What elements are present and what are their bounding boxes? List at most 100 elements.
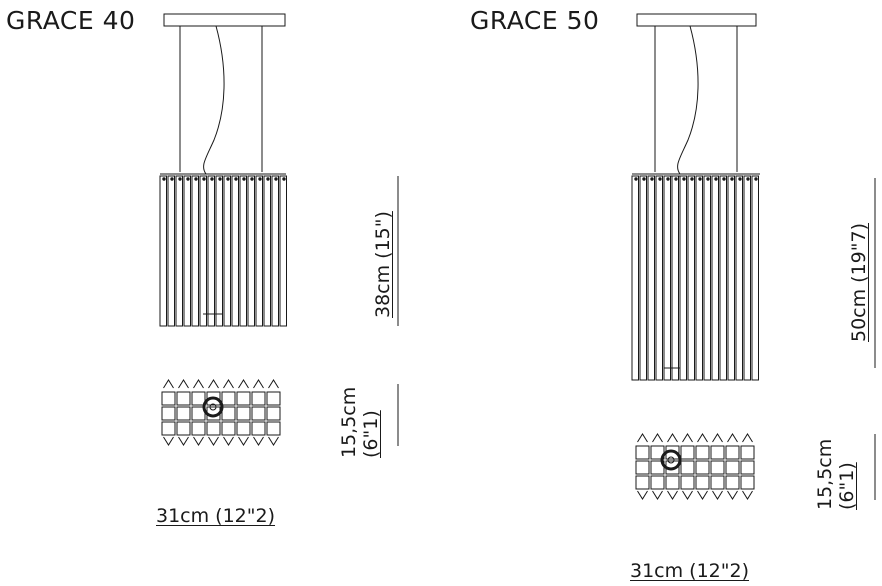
plan-cell <box>266 406 281 421</box>
plan-cell <box>206 421 221 436</box>
tube <box>655 175 663 381</box>
tube-cap <box>722 177 726 181</box>
tube-cap <box>250 177 254 181</box>
tube-cap <box>194 177 198 181</box>
plan-cell <box>725 460 740 475</box>
plan-arrow-top <box>712 433 723 443</box>
plan-arrow-top <box>163 379 174 389</box>
plan-cell <box>635 475 650 490</box>
tube-cap <box>186 177 190 181</box>
grace-40-drawing <box>159 13 399 446</box>
tube <box>695 175 703 381</box>
plan-cell <box>725 475 740 490</box>
plan-cell <box>695 445 710 460</box>
tube-group <box>159 175 287 327</box>
plan-arrow-bottom <box>253 436 264 446</box>
plan-cell <box>695 460 710 475</box>
tube <box>679 175 687 381</box>
plan-cell <box>191 421 206 436</box>
plan-cell <box>176 421 191 436</box>
ceiling-canopy <box>636 13 757 27</box>
tube <box>711 175 719 381</box>
tube-cap <box>178 177 182 181</box>
depth-label-top: 15,5cm <box>814 438 836 510</box>
plan-arrow-top <box>727 433 738 443</box>
plan-arrow-top <box>208 379 219 389</box>
tube <box>671 175 679 381</box>
tube-cap <box>698 177 702 181</box>
grace-50-drawing <box>631 13 876 500</box>
tube <box>175 175 183 327</box>
plan-arrow-bottom <box>697 490 708 500</box>
power-cord <box>677 25 699 175</box>
plan-arrow-bottom <box>268 436 279 446</box>
tube <box>199 175 207 327</box>
width-label-grace-40: 31cm (12"2) <box>156 505 276 527</box>
tube <box>663 175 671 381</box>
tube-cap <box>634 177 638 181</box>
tube <box>263 175 271 327</box>
plan-center-ring <box>202 396 224 418</box>
tube-cap <box>714 177 718 181</box>
plan-arrow-bottom <box>682 490 693 500</box>
plan-cell <box>635 460 650 475</box>
plan-cell <box>251 391 266 406</box>
plan-arrow-bottom <box>163 436 174 446</box>
plan-cell <box>221 421 236 436</box>
plan-cell <box>176 391 191 406</box>
plan-cell <box>251 421 266 436</box>
plan-cell <box>236 421 251 436</box>
plan-cell <box>680 460 695 475</box>
plan-cell <box>161 421 176 436</box>
tube <box>231 175 239 327</box>
plan-view <box>161 379 281 446</box>
plan-cell <box>710 475 725 490</box>
plan-arrow-bottom <box>178 436 189 446</box>
tube-cap <box>282 177 286 181</box>
tube-cap <box>202 177 206 181</box>
tube <box>751 175 759 381</box>
product-title-grace-50: GRACE 50 <box>470 6 600 35</box>
plan-cell <box>176 406 191 421</box>
tube-cap <box>226 177 230 181</box>
tube-cap <box>642 177 646 181</box>
tube-cap <box>658 177 662 181</box>
plan-cell <box>710 445 725 460</box>
plan-cell <box>221 406 236 421</box>
plan-arrow-bottom <box>238 436 249 446</box>
tube <box>271 175 279 327</box>
plan-cell <box>665 475 680 490</box>
tube <box>239 175 247 327</box>
tube-cap <box>674 177 678 181</box>
tube-cap <box>706 177 710 181</box>
tube-cap <box>218 177 222 181</box>
plan-cell <box>725 445 740 460</box>
tube <box>639 175 647 381</box>
tube <box>215 175 223 327</box>
plan-center-ring <box>660 449 682 471</box>
tube <box>743 175 751 381</box>
tube <box>191 175 199 327</box>
depth-label-bottom: (6"1) <box>360 410 382 458</box>
plan-cell <box>740 460 755 475</box>
plan-cell <box>680 445 695 460</box>
tube <box>183 175 191 327</box>
depth-label-top: 15,5cm <box>338 386 360 458</box>
plan-cell <box>266 391 281 406</box>
tube <box>279 175 287 327</box>
plan-arrow-bottom <box>652 490 663 500</box>
plan-arrow-bottom <box>637 490 648 500</box>
plan-arrow-top <box>223 379 234 389</box>
plan-arrow-top <box>652 433 663 443</box>
plan-arrow-top <box>193 379 204 389</box>
plan-arrow-bottom <box>727 490 738 500</box>
tube-cap <box>266 177 270 181</box>
plan-arrow-top <box>637 433 648 443</box>
tube-cap <box>682 177 686 181</box>
plan-arrow-bottom <box>208 436 219 446</box>
tube <box>247 175 255 327</box>
plan-cell <box>221 391 236 406</box>
depth-label-grace-50: 15,5cm (6"1) <box>814 439 858 510</box>
plan-arrow-bottom <box>667 490 678 500</box>
